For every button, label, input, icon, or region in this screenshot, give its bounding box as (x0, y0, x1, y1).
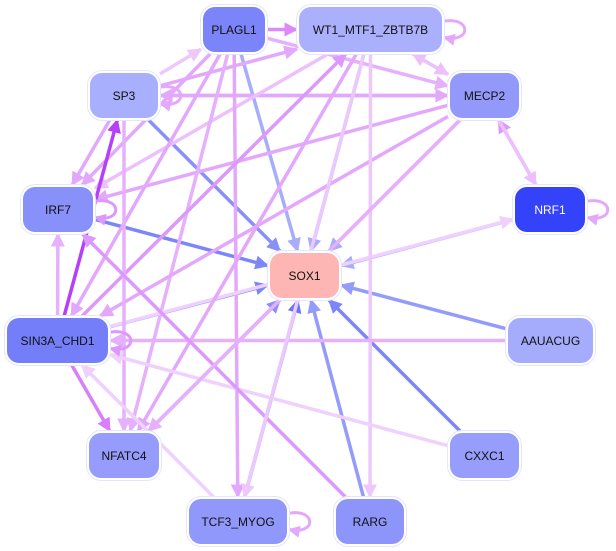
node-rarg[interactable]: RARG (336, 499, 404, 544)
edge-cxxc1-to-sin3a (108, 351, 449, 448)
node-label: MECP2 (463, 88, 506, 103)
node-tcf3[interactable]: TCF3_MYOG (189, 499, 287, 544)
node-sp3[interactable]: SP3 (90, 73, 158, 118)
self-loop-nrf1 (584, 199, 610, 226)
edge-wt1-to-nfatc4 (136, 53, 358, 433)
edge-mecp2-to-irf7 (93, 103, 449, 204)
node-label: WT1_MTF1_ZBTB7B (312, 22, 429, 37)
node-label: AAUACUG (520, 333, 581, 348)
edge-sin3a-to-nfatc4 (70, 364, 112, 433)
node-wt1[interactable]: WT1_MTF1_ZBTB7B (299, 7, 442, 52)
node-label: CXXC1 (464, 448, 505, 463)
edge-plagl1-to-sin3a (69, 53, 222, 318)
node-label: TCF3_MYOG (201, 514, 275, 529)
node-aauacug[interactable]: AAUACUG (508, 318, 593, 363)
edge-sin3a-to-wt1 (80, 52, 348, 318)
node-sin3a[interactable]: SIN3A_CHD1 (7, 318, 108, 363)
node-irf7[interactable]: IRF7 (23, 187, 93, 232)
edge-plagl1-to-tcf3 (230, 53, 245, 499)
node-label: SOX1 (288, 268, 321, 283)
self-loop-wt1 (441, 19, 467, 46)
node-plagl1[interactable]: PLAGL1 (203, 7, 265, 52)
node-label: NFATC4 (101, 448, 147, 463)
self-loop-tcf3 (286, 511, 312, 538)
edge-sp3-to-plagl1 (159, 47, 203, 76)
self-loop-sp3 (157, 85, 183, 112)
edge-cxxc1-to-sox1 (327, 298, 462, 433)
edge-mecp2-to-sin3a (98, 114, 449, 318)
edge-mecp2-to-nrf1 (497, 119, 538, 187)
node-label: PLAGL1 (211, 22, 257, 37)
node-sox1[interactable]: SOX1 (270, 253, 339, 298)
edge-rarg-to-sox1 (307, 298, 366, 498)
self-loop-irf7 (92, 199, 118, 226)
edge-plagl1-to-irf7 (80, 52, 212, 187)
edge-aauacug-to-sox1 (339, 281, 507, 331)
edge-mecp2-to-wt1 (411, 52, 449, 76)
edge-plagl1-to-nfatc4 (126, 53, 230, 433)
node-cxxc1[interactable]: CXXC1 (450, 433, 519, 478)
edge-plagl1-to-mecp2 (266, 36, 450, 90)
node-label: SP3 (112, 88, 136, 103)
node-label: RARG (352, 514, 388, 529)
self-loop-sin3a (107, 330, 133, 357)
node-nrf1[interactable]: NRF1 (515, 187, 585, 232)
node-mecp2[interactable]: MECP2 (450, 73, 519, 118)
node-nfatc4[interactable]: NFATC4 (89, 433, 159, 478)
node-label: SIN3A_CHD1 (20, 333, 95, 348)
edge-sp3-to-irf7 (70, 119, 112, 187)
node-label: IRF7 (44, 202, 71, 217)
node-label: NRF1 (534, 202, 566, 217)
